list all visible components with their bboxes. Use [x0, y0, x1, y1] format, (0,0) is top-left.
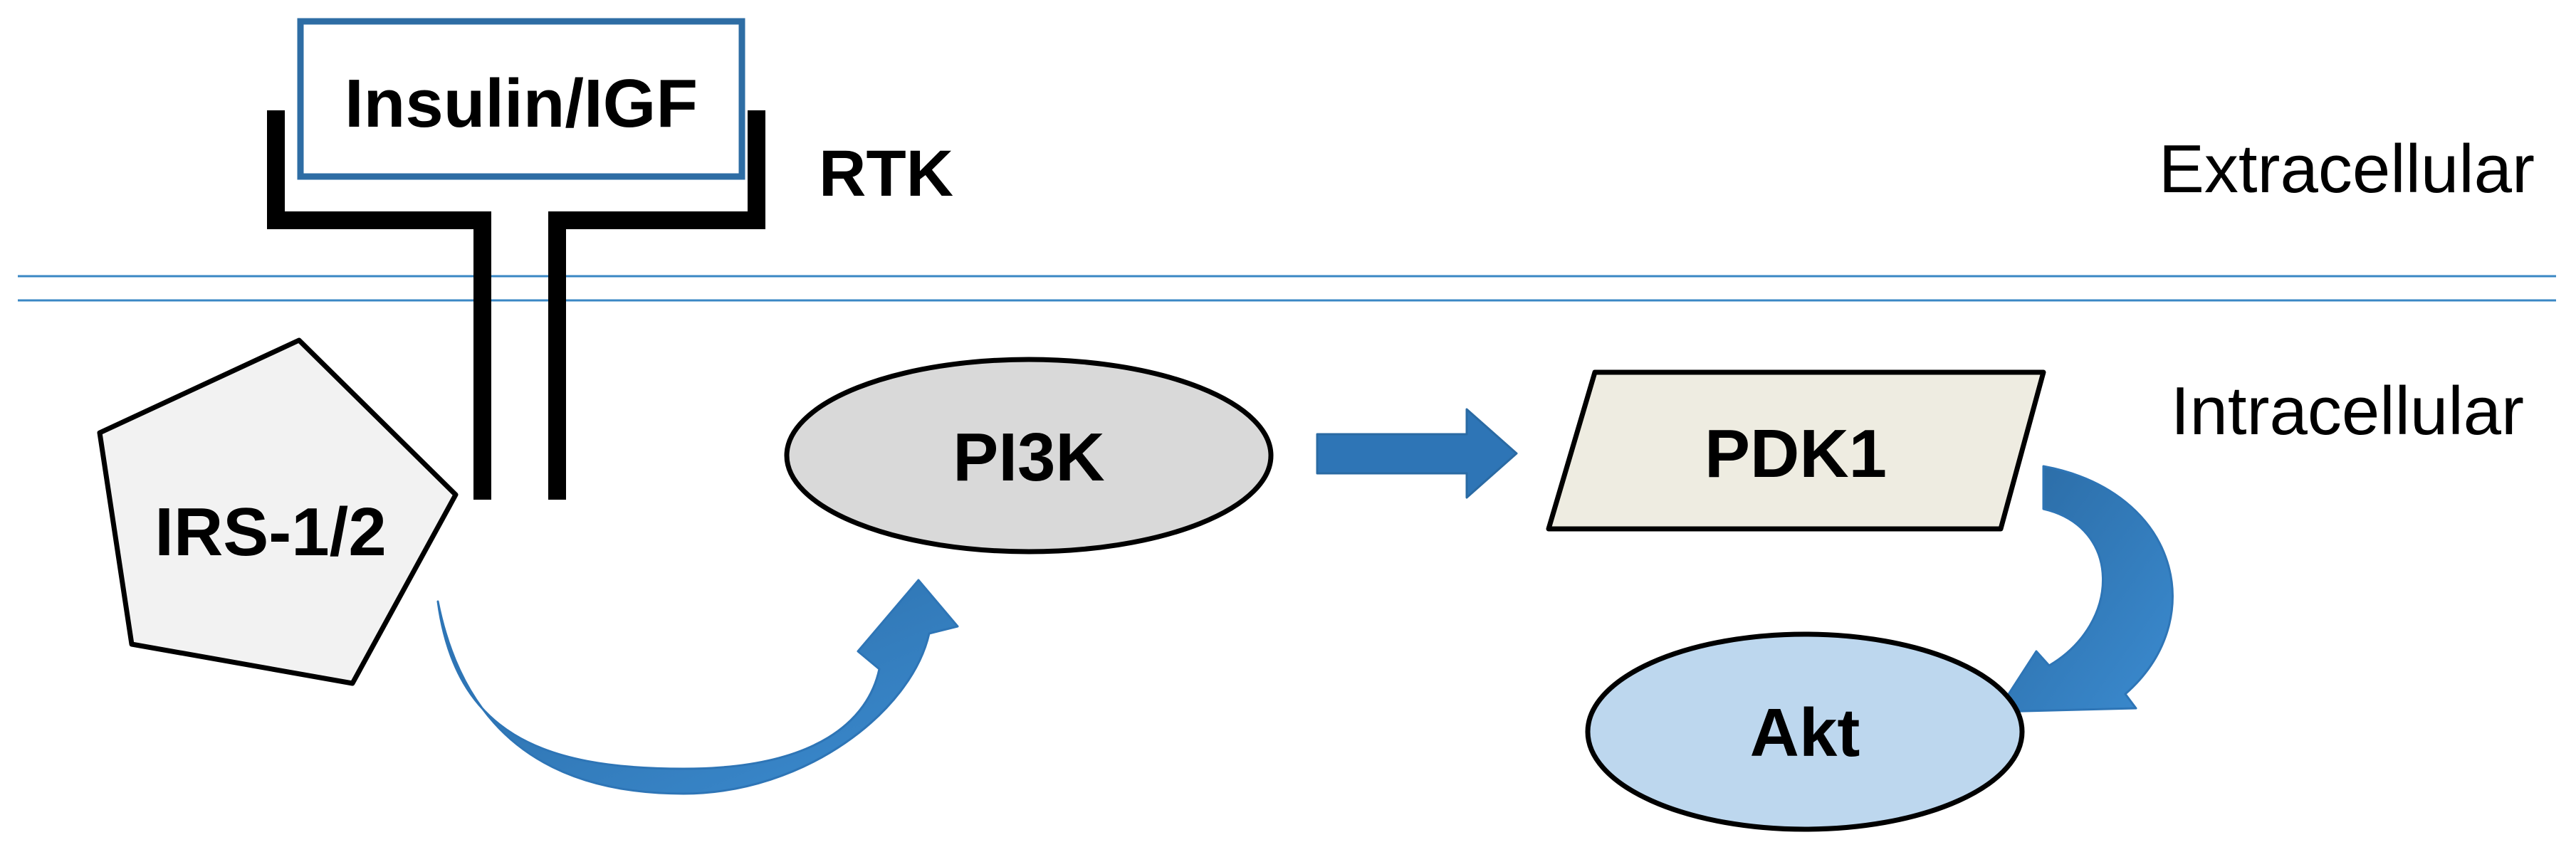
irs-to-pi3k-arrow — [436, 579, 959, 795]
pdk1-node — [1546, 369, 2046, 532]
ligand-label: Insulin/IGF — [345, 65, 698, 142]
intracellular-label: Intracellular — [2171, 373, 2524, 449]
akt-node — [1585, 631, 2025, 832]
pi3k-node — [784, 357, 1274, 554]
pi3k-label: PI3K — [953, 419, 1104, 495]
rtk-receptor — [267, 110, 765, 500]
pdk1-to-akt-arrow — [1996, 465, 2174, 713]
pi3k-to-pdk1-arrow — [1316, 408, 1518, 499]
cell-membrane — [18, 275, 2556, 302]
pdk1-label: PDK1 — [1705, 416, 1887, 492]
irs-label: IRS-1/2 — [155, 494, 386, 570]
ligand-box — [297, 18, 745, 180]
akt-label: Akt — [1750, 695, 1860, 771]
irs-pentagon — [97, 337, 459, 686]
extracellular-label: Extracellular — [2159, 131, 2535, 207]
rtk-label: RTK — [819, 137, 953, 210]
